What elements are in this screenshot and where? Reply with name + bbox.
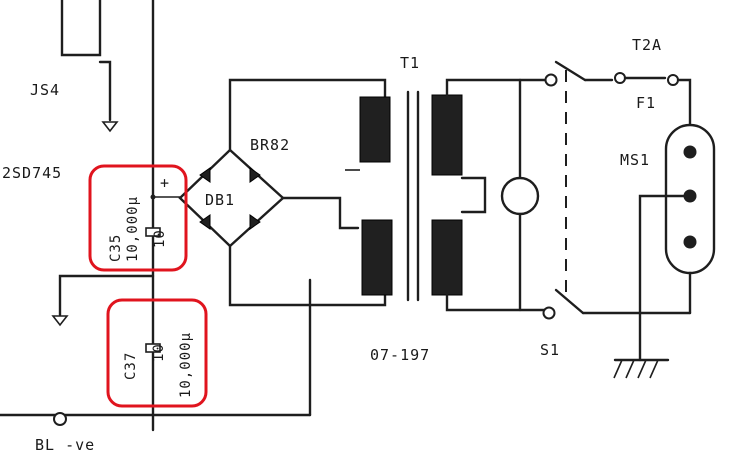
c35-ref-label: C35 bbox=[108, 234, 124, 262]
fuse-rating-label: T2A bbox=[632, 36, 662, 54]
plus-sign-label: + bbox=[160, 174, 170, 192]
bridge-label: DB1 bbox=[205, 191, 235, 209]
bridge-ref-label: BR82 bbox=[250, 136, 290, 154]
left-wiring bbox=[0, 0, 312, 432]
c37-ref-label: C37 bbox=[123, 352, 139, 380]
transformer-part-label: 07-197 bbox=[370, 346, 430, 364]
c35-voltage-label: 10 bbox=[152, 229, 168, 248]
earth-ground bbox=[613, 358, 670, 379]
transformer-t1 bbox=[345, 78, 550, 312]
fuse-label: F1 bbox=[636, 94, 656, 112]
c35-highlight-box bbox=[88, 164, 188, 272]
transformer-label: T1 bbox=[400, 54, 420, 72]
c35-value-label: 10,000µ bbox=[125, 196, 141, 262]
connector-label: JS4 bbox=[30, 81, 60, 99]
capacitor-c37 bbox=[145, 343, 161, 353]
switch-s1 bbox=[542, 60, 692, 320]
mains-socket-label: MS1 bbox=[620, 151, 650, 169]
fuse-f1 bbox=[583, 72, 692, 130]
capacitor-c35 bbox=[145, 194, 180, 237]
c37-value-label: 10,000µ bbox=[178, 332, 194, 398]
transistor-label: 2SD745 bbox=[2, 164, 62, 182]
battery-negative-label: BL -ve bbox=[35, 436, 95, 454]
bridge-rectifier-db1 bbox=[178, 78, 387, 307]
mains-socket-ms1 bbox=[638, 123, 716, 362]
switch-label: S1 bbox=[540, 341, 560, 359]
c37-highlight-box bbox=[106, 298, 208, 408]
c37-voltage-label: 10 bbox=[151, 343, 167, 362]
